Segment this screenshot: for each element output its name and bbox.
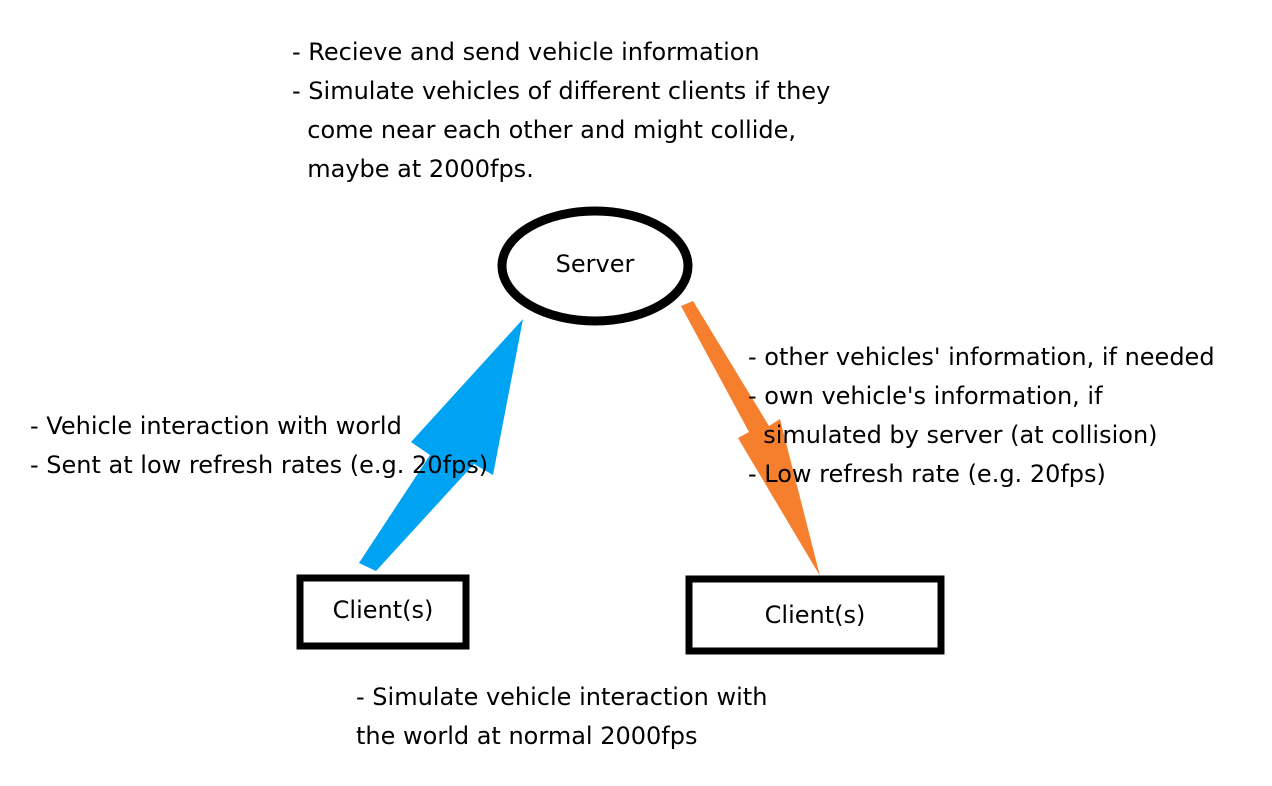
client-left-label: Client(s) (332, 596, 434, 624)
server-node (497, 206, 693, 326)
upload-notes: - Vehicle interaction with world - Sent … (30, 407, 488, 485)
client-right-label: Client(s) (764, 601, 866, 629)
server-note-line: maybe at 2000fps. (292, 155, 534, 183)
client-notes: - Simulate vehicle interaction with the … (356, 678, 767, 756)
server-notes: - Recieve and send vehicle information -… (292, 33, 830, 189)
download-note-line: - other vehicles' information, if needed (748, 343, 1215, 371)
client-left-box (296, 574, 470, 650)
download-note-line: - Low refresh rate (e.g. 20fps) (748, 460, 1106, 488)
download-arrow (681, 301, 820, 576)
client-note-line: the world at normal 2000fps (356, 722, 698, 750)
server-label: Server (555, 250, 635, 278)
server-note-line: come near each other and might collide, (292, 116, 796, 144)
upload-note-line: - Sent at low refresh rates (e.g. 20fps) (30, 451, 489, 479)
client-right-box (685, 575, 945, 655)
upload-note-line: - Vehicle interaction with world (30, 412, 402, 440)
download-note-line: simulated by server (at collision) (748, 421, 1158, 449)
download-notes: - other vehicles' information, if needed… (748, 338, 1215, 494)
server-note-line: - Recieve and send vehicle information (292, 38, 760, 66)
server-note-line: - Simulate vehicles of different clients… (292, 77, 831, 105)
upload-arrow (359, 319, 523, 571)
download-note-line: - own vehicle's information, if (748, 382, 1103, 410)
client-note-line: - Simulate vehicle interaction with (356, 683, 768, 711)
